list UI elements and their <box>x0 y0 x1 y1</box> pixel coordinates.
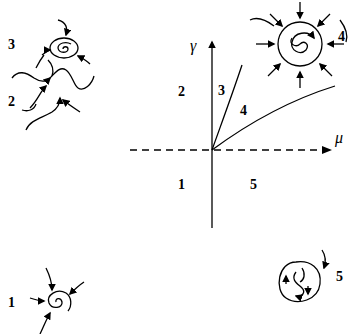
portrait-5 <box>279 250 325 302</box>
portrait-3 <box>36 20 90 68</box>
region-number: 1 <box>178 178 185 192</box>
portrait-2 <box>12 60 94 130</box>
region-number: 2 <box>178 85 185 99</box>
portrait-number: 5 <box>336 270 343 284</box>
axis-label: μ <box>335 130 343 146</box>
portrait-1 <box>30 268 84 334</box>
bifurcation-curve <box>212 86 335 150</box>
portrait-number: 3 <box>8 38 15 52</box>
region-number: 5 <box>250 178 257 192</box>
axis-label: γ <box>190 38 196 54</box>
mu-axis <box>130 149 330 150</box>
portrait-number: 1 <box>8 296 15 310</box>
portrait-number: 2 <box>8 95 15 109</box>
gamma-axis <box>211 42 212 228</box>
portrait-number: 4 <box>338 30 345 44</box>
portrait-4 <box>250 2 347 88</box>
region-number: 3 <box>218 84 225 98</box>
bifurcation-curve <box>212 65 242 150</box>
region-number: 4 <box>240 104 247 118</box>
